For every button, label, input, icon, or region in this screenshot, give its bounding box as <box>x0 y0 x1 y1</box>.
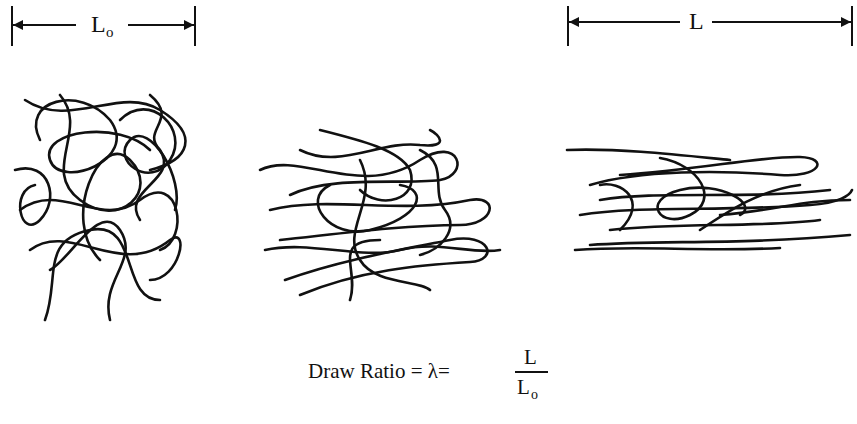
fraction-numerator: L <box>524 347 537 368</box>
fraction-denominator: L <box>517 377 530 398</box>
dimension-lines <box>12 6 852 372</box>
formula-text: Draw Ratio = λ= <box>308 361 450 382</box>
partly-oriented-chains <box>260 130 500 300</box>
length-symbol: L <box>689 9 704 33</box>
length-symbol: L <box>91 12 106 36</box>
random-coil-chains <box>15 95 185 320</box>
subscript: o <box>531 388 538 402</box>
subscript: o <box>106 25 114 40</box>
oriented-chains <box>567 150 852 250</box>
